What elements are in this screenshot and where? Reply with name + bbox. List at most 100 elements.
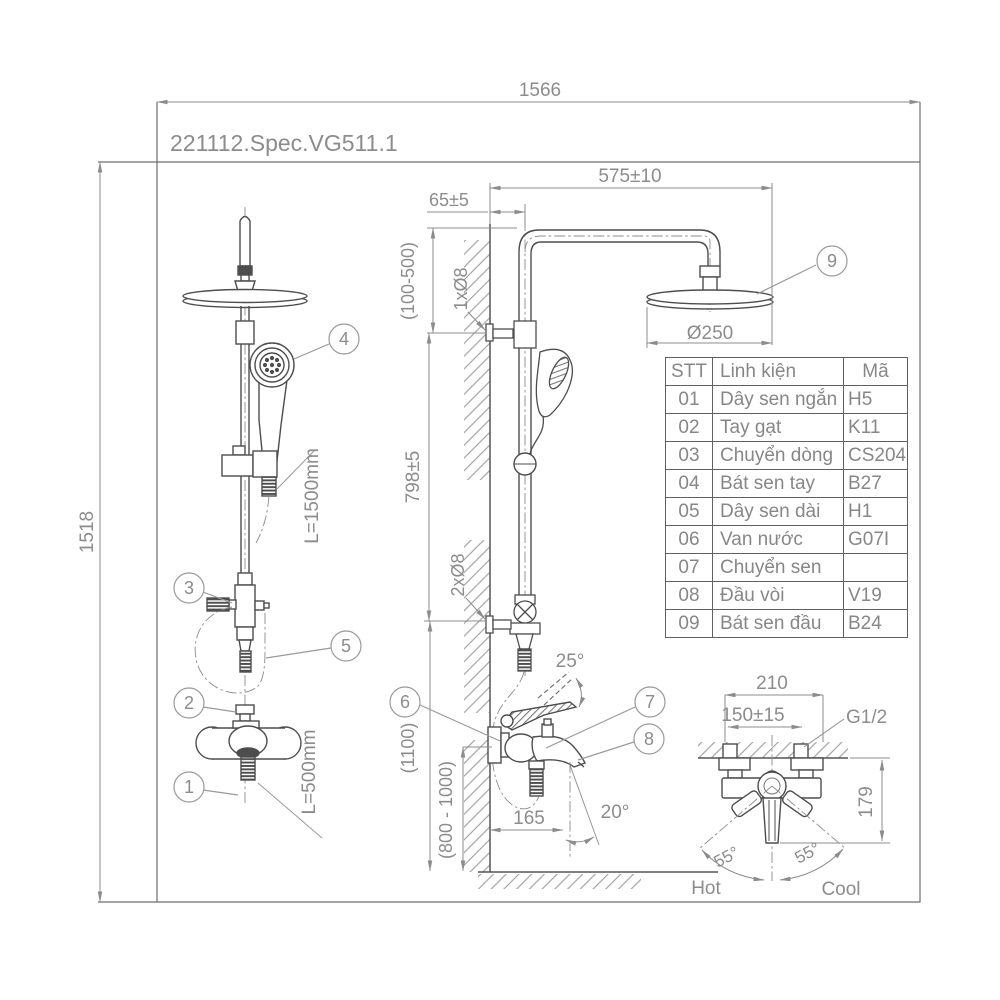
dim-arm-offset: 65±5 (429, 190, 469, 210)
hose-short-label: L=500mm (299, 729, 320, 814)
pin1-shaft (492, 328, 514, 339)
handle-down-lines (768, 800, 776, 841)
riser-pipe (518, 262, 532, 596)
stream-angle-arrow (565, 836, 595, 846)
callout-5-leader (265, 647, 332, 659)
pin1-leader (467, 311, 486, 331)
arc-left (701, 849, 765, 882)
callout-7-number: 7 (645, 692, 655, 712)
cell-part: Chuyển dòng (712, 441, 844, 470)
diverter-taper (238, 639, 252, 652)
cell-stt: 05 (665, 497, 713, 526)
finial-band (237, 265, 253, 276)
diverter-right-knob (254, 600, 265, 611)
lever-angle-arrow (575, 677, 586, 708)
label-hot: Hot (691, 878, 721, 899)
cell-part: Dây sen dài (712, 497, 844, 526)
connector-left (727, 769, 743, 779)
col-header-ma: Mã (843, 357, 908, 386)
hose-thread-mid (239, 650, 252, 673)
table-row: 04 Bát sen tay B27 (665, 469, 908, 498)
cell-part: Bát sen đầu (712, 609, 844, 638)
pipe-collar (235, 320, 255, 345)
valve-neck (239, 713, 251, 722)
callout-9-number: 9 (827, 251, 837, 271)
callout-4-circle (328, 323, 360, 355)
table-row: 08 Đầu vòi V19 (665, 581, 908, 610)
dim-overall-height: 1518 (77, 511, 98, 553)
left-view: L=1500mm L=500mm (182, 207, 323, 839)
callout-6-circle (389, 686, 421, 718)
cell-code: V19 (843, 581, 908, 610)
rain-head-disc (646, 289, 774, 305)
hose-thread-upper (261, 476, 277, 497)
nipple-left (722, 743, 738, 759)
label-cool: Cool (821, 879, 860, 900)
dim-depth: 179 (856, 786, 877, 818)
cell-stt: 03 (665, 441, 713, 470)
pipe-upper (240, 306, 250, 321)
dim-height-floor: (1100) (398, 723, 418, 774)
overall-dimensions (97, 99, 921, 903)
col-header-linh-kien: Linh kiện (712, 357, 844, 386)
faucet-spout (531, 735, 586, 768)
dim-height-spout: (800 - 1000) (436, 761, 456, 859)
handshower-spray-dots (262, 355, 282, 375)
dim-arm-length: 575±10 (598, 166, 661, 187)
dim-mount-centers: 150±15 (721, 705, 784, 726)
diverter-pull-knob (541, 723, 554, 738)
callout-9-circle (816, 245, 848, 277)
cell-part: Bát sen tay (712, 469, 844, 498)
dim-top-range: (100-500) (398, 242, 418, 320)
callout-4-number: 4 (339, 329, 349, 349)
faucet-lever (501, 701, 578, 731)
arm-inner (530, 241, 709, 266)
callout-3-circle (173, 572, 205, 604)
flange-left (718, 757, 751, 771)
handshower-face-side (548, 356, 570, 390)
diverter-body (234, 584, 256, 628)
handle-right-rotated (781, 790, 813, 818)
callout-3-leader (202, 591, 233, 604)
callout-6-number: 6 (400, 692, 410, 712)
wall-hatch-1 (464, 240, 490, 480)
table-row: 06 Van nước G07I (665, 525, 908, 554)
lever-raised-dashed (537, 671, 574, 706)
dim-angle-left: 55° (711, 843, 743, 872)
drawing-frame (98, 102, 921, 903)
callout-1-circle (173, 771, 205, 803)
hose-long-label: L=1500mm (302, 448, 323, 544)
col-header-stt: STT (665, 357, 713, 386)
callout-5-circle (330, 630, 362, 662)
cell-stt: 02 (665, 413, 713, 442)
hose-path-upper (255, 495, 270, 544)
hose-long-leader (276, 450, 315, 490)
clamp-tab (232, 445, 246, 456)
cell-part: Chuyển sen (712, 553, 844, 582)
diverter-collar (236, 626, 254, 641)
outlet-taper (515, 633, 534, 650)
wall-hatch-3 (464, 740, 490, 872)
cell-stt: 07 (665, 553, 713, 582)
flange-right (790, 757, 824, 771)
cell-part: Tay gạt (712, 413, 844, 442)
diverter-left-thread (206, 597, 230, 612)
faucet-outlet (528, 760, 545, 770)
label-pin1: 1xØ8 (451, 267, 471, 310)
handle-left-rotated (731, 790, 763, 818)
callout-2-leader (202, 706, 237, 713)
callout-7-leader (545, 706, 636, 749)
hose-short-leader (257, 782, 323, 839)
dim-mount-width: 210 (756, 673, 788, 694)
faucet-wall-flange (487, 726, 502, 764)
table-row: 03 Chuyển dòng CS204 (665, 441, 908, 470)
callout-5-number: 5 (341, 636, 351, 656)
cell-part: Van nước (712, 525, 844, 554)
handle-swing-diagonals (698, 785, 847, 850)
table-row: 02 Tay gạt K11 (665, 413, 908, 442)
pin2-shaft (492, 619, 512, 630)
dim-lever-angle: 25° (556, 651, 585, 672)
arm-outer (518, 229, 721, 266)
slider-bracket (509, 622, 541, 635)
